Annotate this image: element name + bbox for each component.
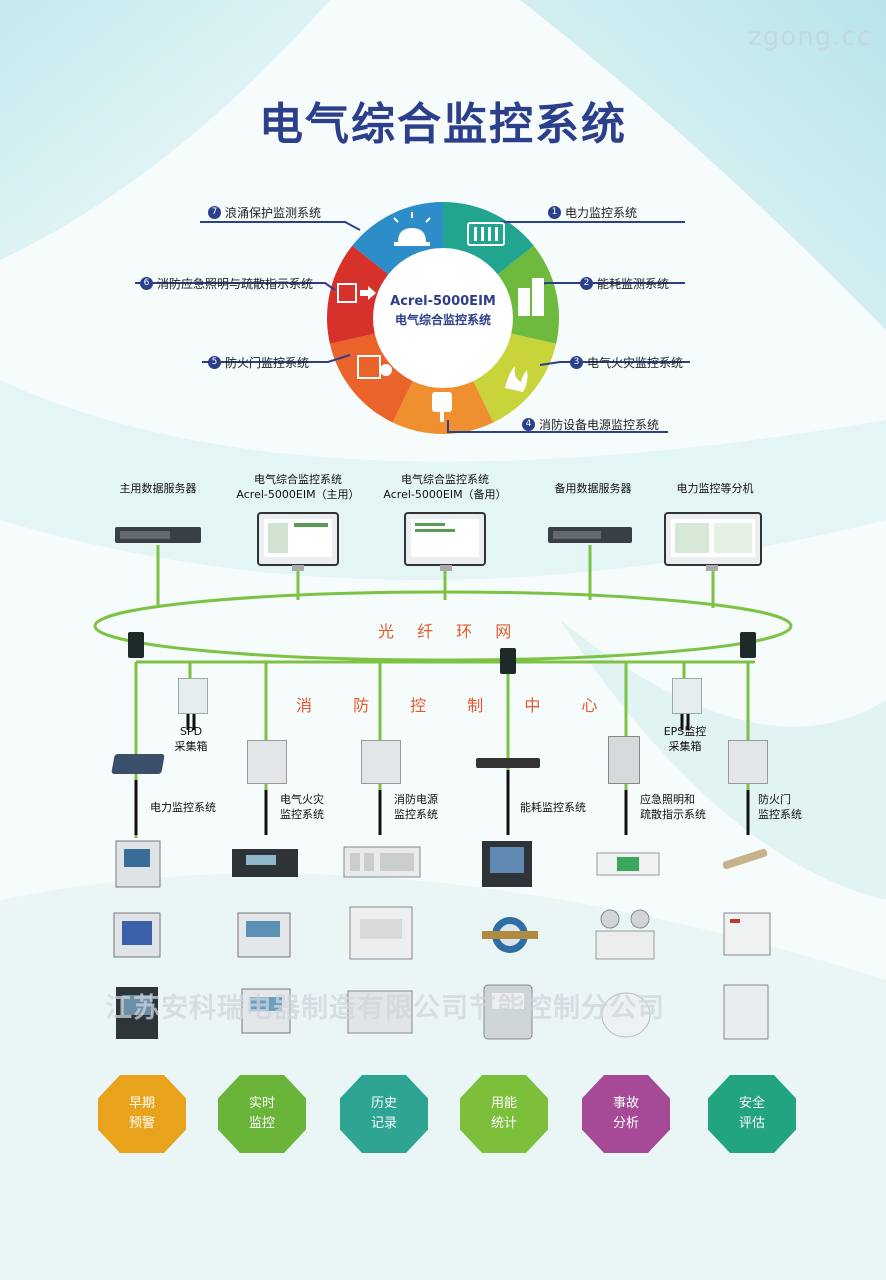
building-icon: [518, 278, 544, 316]
eps-collector-box: [672, 678, 702, 714]
gateway-device: [111, 754, 165, 774]
feature-accident-analysis: 事故分析: [582, 1075, 670, 1153]
power-meter-icon: [116, 987, 158, 1039]
feature-early-warning: 早期预警: [98, 1075, 186, 1153]
collector-label-eps: EPS监控 采集箱: [663, 725, 707, 753]
ring-center: Acrel-5000EIM 电气综合监控系统: [370, 294, 516, 328]
subsystem-label-1: 电力监控系统: [150, 801, 216, 814]
feature-history-record: 历史记录: [340, 1075, 428, 1153]
energy-meter-icon: [482, 841, 532, 887]
power-meter-icon: [113, 912, 161, 958]
water-meter-icon: [482, 917, 538, 953]
gas-meter-icon: [483, 984, 533, 1040]
door-sensor-icon: [722, 848, 768, 870]
fire-icon: [505, 366, 528, 392]
network-switch: [476, 758, 540, 768]
server-label-4: 备用数据服务器: [554, 482, 632, 495]
company-watermark: 江苏安科瑞电器制造有限公司节能控制分公司: [105, 993, 665, 1024]
fiber-ring: [93, 590, 793, 662]
server-devices: [115, 512, 762, 571]
monitor-icon: [404, 512, 486, 571]
din-module-icon: [343, 846, 421, 878]
meter-row-2: [113, 906, 771, 960]
control-center-label: 消 防 控 制 中 心: [296, 696, 616, 715]
fire-detector-icon: [237, 912, 291, 958]
rack-server-icon: [548, 527, 632, 543]
ceiling-light-icon: [601, 992, 651, 1038]
fire-detector-icon: [232, 849, 298, 877]
watermark: zgong.cc: [748, 22, 872, 52]
firedoor-monitor-host: [728, 740, 768, 784]
emergency-light-icon: [595, 909, 655, 960]
emergency-cabinet: [608, 736, 640, 784]
fire-detector-icon: [241, 988, 291, 1034]
feature-energy-statistics: 用能统计: [460, 1075, 548, 1153]
server-label-5: 电力监控等分机: [676, 482, 754, 495]
field-devices: [113, 840, 771, 1040]
exit-sign-icon: [596, 852, 660, 876]
subsystem-label-2: 电气火灾 监控系统: [280, 793, 324, 821]
page-title: 电气综合监控系统: [259, 99, 627, 150]
ring-segment-6: [326, 245, 389, 344]
feature-safety-assessment: 安全评估: [708, 1075, 796, 1153]
din-module-icon: [349, 906, 413, 960]
subsystem-label-6: 防火门 监控系统: [758, 793, 802, 821]
radiator-icon: [467, 222, 505, 246]
server-label-1: 主用数据服务器: [119, 482, 197, 495]
subsystem-label-3: 消防电源 监控系统: [394, 793, 438, 821]
center-line2: 电气综合监控系统: [394, 313, 491, 327]
ring-diagram: [135, 202, 690, 434]
subsystem-label-4: 能耗监控系统: [520, 801, 586, 814]
ring-center-disc: [374, 249, 512, 387]
monitor-icon: [664, 512, 762, 571]
spd-collector-box: [178, 678, 208, 714]
firedoor-panel-icon: [723, 912, 771, 956]
fire-monitor-host: [247, 740, 287, 784]
plug-icon: [432, 392, 452, 422]
meter-row-1: [115, 840, 768, 888]
din-module-icon: [347, 990, 413, 1034]
monitor-icon: [257, 512, 339, 571]
server-label-3: 电气综合监控系统 Acrel-5000EIM（备用）: [383, 473, 507, 501]
power-monitor-host: [361, 740, 401, 784]
center-line1: Acrel-5000EIM: [390, 294, 496, 309]
ring-segment-7: [352, 202, 443, 275]
switches: [128, 632, 756, 674]
subsystem-label-5: 应急照明和 疏散指示系统: [640, 793, 706, 821]
power-meter-icon: [115, 840, 161, 888]
collector-label-spd: SPD 采集箱: [174, 725, 208, 753]
server-label-2: 电气综合监控系统 Acrel-5000EIM（主用）: [236, 473, 360, 501]
exit-icon: [337, 283, 376, 303]
rack-server-icon: [115, 527, 201, 543]
door-icon: [357, 355, 392, 379]
meter-row-3: [116, 984, 769, 1040]
siren-icon: [393, 212, 431, 246]
door-controller-icon: [723, 984, 769, 1040]
feature-realtime-monitor: 实时监控: [218, 1075, 306, 1153]
segment-icons: [337, 212, 544, 422]
fiber-ring-label: 光 纤 环 网: [378, 622, 521, 641]
